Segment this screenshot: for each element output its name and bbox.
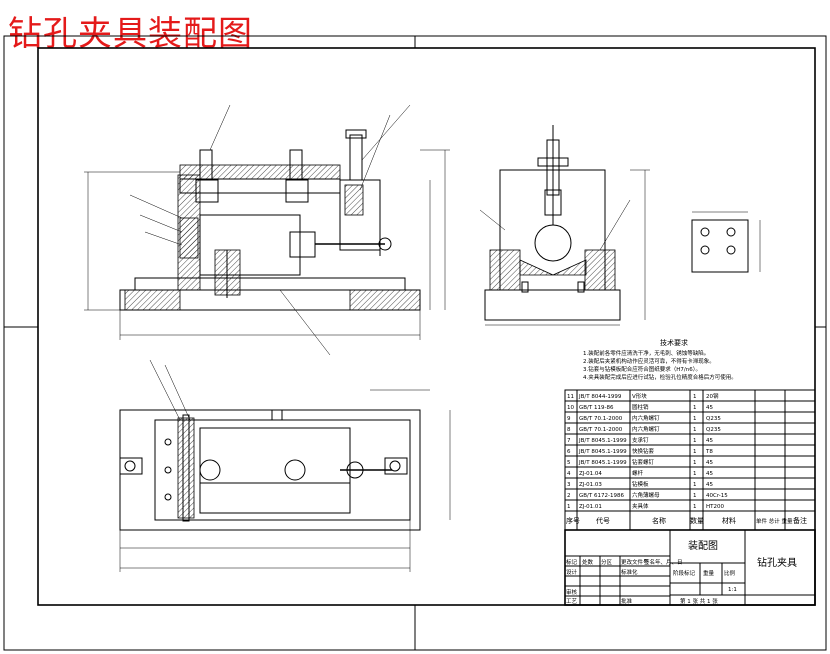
svg-text:4.夹具装配完成后应进行试钻，检验孔位精度合格后方可使用。: 4.夹具装配完成后应进行试钻，检验孔位精度合格后方可使用。 (583, 373, 737, 381)
svg-text:钻模板: 钻模板 (632, 480, 649, 488)
header-weight: 单件 总计 重量 (756, 517, 793, 525)
svg-text:设计: 设计 (566, 568, 578, 576)
svg-text:1: 1 (693, 449, 697, 455)
svg-text:GB/T 70.1-2000: GB/T 70.1-2000 (579, 427, 623, 433)
svg-text:GB/T 119-86: GB/T 119-86 (579, 405, 614, 411)
svg-text:3.钻套与钻模板配合应符合图纸要求（H7/n6）。: 3.钻套与钻模板配合应符合图纸要求（H7/n6）。 (583, 365, 701, 373)
part-row-11-no: 11 (567, 394, 574, 400)
svg-text:比例: 比例 (724, 569, 736, 577)
header-code: 代号 (596, 516, 610, 525)
scale-value: 1:1 (728, 587, 737, 593)
svg-text:Q235: Q235 (706, 427, 721, 433)
technical-requirements: 技术要求 1.装配前各零件应清洗干净，无毛刺、锈蚀等缺陷。 2.装配后夹紧机构动… (583, 338, 737, 381)
svg-text:45: 45 (706, 471, 713, 477)
svg-text:1: 1 (693, 416, 697, 422)
svg-text:Q235: Q235 (706, 416, 721, 422)
svg-text:1: 1 (693, 405, 697, 411)
svg-text:重量: 重量 (703, 569, 715, 577)
svg-text:HT200: HT200 (706, 504, 724, 510)
svg-text:阶段标记: 阶段标记 (673, 569, 696, 577)
svg-text:1: 1 (693, 394, 697, 400)
svg-text:1: 1 (693, 438, 697, 444)
svg-text:1.装配前各零件应清洗干净，无毛刺、锈蚀等缺陷。: 1.装配前各零件应清洗干净，无毛刺、锈蚀等缺陷。 (583, 349, 709, 357)
drill-plate-detail (691, 211, 761, 273)
svg-text:JB/T 8044-1999: JB/T 8044-1999 (578, 394, 622, 400)
svg-text:V形块: V形块 (632, 392, 647, 400)
svg-text:圆柱销: 圆柱销 (632, 403, 649, 411)
svg-text:1: 1 (693, 427, 697, 433)
svg-text:45: 45 (706, 460, 713, 466)
svg-text:标准化: 标准化 (621, 568, 638, 576)
svg-text:分区: 分区 (601, 558, 613, 566)
svg-text:45: 45 (706, 405, 713, 411)
svg-text:45: 45 (706, 438, 713, 444)
front-section-view (84, 104, 450, 356)
svg-text:签名: 签名 (644, 558, 655, 566)
svg-text:GB/T 6172-1986: GB/T 6172-1986 (579, 493, 624, 499)
svg-text:6: 6 (567, 449, 571, 455)
svg-text:4: 4 (567, 471, 571, 477)
svg-text:内六角螺钉: 内六角螺钉 (632, 414, 660, 422)
svg-text:2.装配后夹紧机构动作应灵活可靠，不得有卡滞现象。: 2.装配后夹紧机构动作应灵活可靠，不得有卡滞现象。 (583, 357, 715, 365)
svg-text:7: 7 (567, 438, 571, 444)
svg-text:处数: 处数 (582, 558, 594, 566)
svg-text:2: 2 (567, 493, 571, 499)
svg-text:夹具体: 夹具体 (632, 502, 649, 510)
svg-text:5: 5 (567, 460, 571, 466)
svg-text:钻套螺钉: 钻套螺钉 (632, 458, 655, 466)
svg-text:JB/T 8045.1-1999: JB/T 8045.1-1999 (578, 438, 627, 444)
svg-text:JB/T 8045.1-1999: JB/T 8045.1-1999 (578, 449, 627, 455)
tech-heading: 技术要求 (660, 338, 688, 347)
svg-text:1: 1 (567, 504, 571, 510)
svg-text:支承钉: 支承钉 (632, 436, 649, 444)
svg-text:8: 8 (567, 427, 571, 433)
svg-text:标记: 标记 (566, 558, 578, 566)
header-no: 序号 (566, 516, 580, 525)
svg-text:45: 45 (706, 482, 713, 488)
svg-text:40Cr-15: 40Cr-15 (706, 493, 728, 499)
svg-text:1: 1 (693, 504, 697, 510)
drawing-name: 装配图 (688, 539, 718, 552)
top-view (119, 359, 451, 572)
header-material: 材料 (722, 516, 736, 525)
svg-text:T8: T8 (705, 449, 713, 455)
svg-text:ZJ-01.01: ZJ-01.01 (579, 504, 602, 510)
svg-text:1: 1 (693, 493, 697, 499)
svg-text:GB/T 70.1-2000: GB/T 70.1-2000 (579, 416, 623, 422)
svg-text:ZJ-01.03: ZJ-01.03 (579, 482, 602, 488)
svg-text:工艺: 工艺 (566, 598, 578, 605)
svg-text:1: 1 (693, 460, 697, 466)
outer-frame (3, 35, 827, 651)
header-qty: 数量 (690, 516, 704, 525)
header-remark: 备注 (793, 516, 807, 525)
svg-text:1: 1 (693, 471, 697, 477)
svg-text:更改文件号: 更改文件号 (621, 558, 649, 566)
svg-text:JB/T 8045.1-1999: JB/T 8045.1-1999 (578, 460, 627, 466)
product-name: 钻孔夹具 (757, 556, 797, 569)
side-view (479, 125, 650, 326)
svg-text:10: 10 (567, 405, 574, 411)
svg-text:年、月、日: 年、月、日 (655, 558, 683, 566)
title-block: 标记 处数 分区 更改文件号 签名 年、月、日 设计 标准化 审核 工艺 批准 … (564, 529, 816, 606)
svg-text:螺杆: 螺杆 (632, 469, 644, 477)
svg-text:20钢: 20钢 (706, 392, 719, 400)
sheet-info: 第 1 张 共 1 张 (680, 597, 718, 605)
svg-text:六角薄螺母: 六角薄螺母 (632, 491, 660, 499)
svg-text:批准: 批准 (621, 597, 633, 605)
svg-text:3: 3 (567, 482, 571, 488)
svg-text:1: 1 (693, 482, 697, 488)
svg-text:ZJ-01.04: ZJ-01.04 (579, 471, 602, 477)
svg-text:内六角螺钉: 内六角螺钉 (632, 425, 660, 433)
header-name: 名称 (652, 516, 666, 525)
svg-text:9: 9 (567, 416, 571, 422)
parts-list: 11 JB/T 8044-1999 V形块 1 20钢 10 GB/T 119-… (564, 389, 816, 531)
svg-text:审核: 审核 (566, 588, 578, 596)
svg-text:快换钻套: 快换钻套 (632, 447, 655, 455)
